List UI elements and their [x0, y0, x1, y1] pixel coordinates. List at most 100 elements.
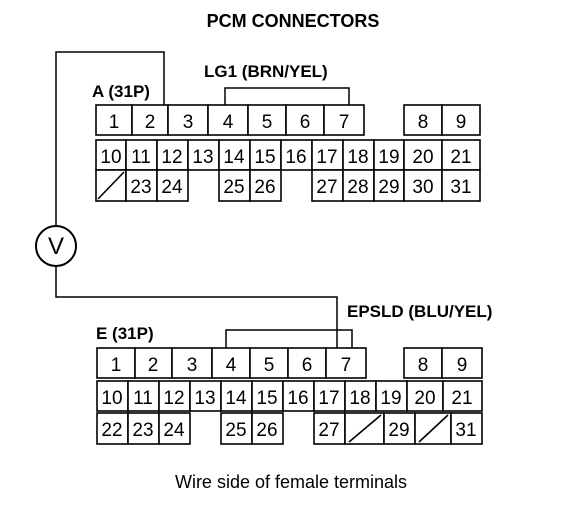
pin-cell	[134, 347, 173, 379]
pin-label: 7	[341, 355, 352, 376]
voltmeter-symbol: V	[48, 233, 64, 260]
pin-cell	[442, 380, 483, 412]
pin-label: 26	[254, 177, 275, 198]
pin-label: 14	[223, 147, 245, 168]
pin-cell	[373, 169, 405, 202]
pin-label: 24	[163, 420, 185, 441]
pin-label: 9	[457, 355, 468, 376]
pin-label: 18	[347, 147, 368, 168]
pin-label: 8	[418, 112, 429, 133]
pin-label: 31	[450, 177, 471, 198]
pin-label: 24	[161, 177, 183, 198]
pin-label: 8	[418, 355, 429, 376]
connector-a-wire-label: LG1 (BRN/YEL)	[204, 62, 328, 81]
pin-label: 15	[256, 388, 277, 409]
pin-cell	[156, 169, 189, 202]
unused-pin-slash	[418, 414, 449, 443]
lead-to-connector-a	[55, 51, 165, 226]
connector-e-pins: 1 2 3 4 5 6 7 8 9 10 11 12 13	[96, 347, 483, 445]
pin-label: 5	[262, 112, 273, 133]
pin-label: 21	[451, 388, 472, 409]
connector-e-wire-label: EPSLD (BLU/YEL)	[347, 302, 492, 321]
pin-label: 27	[318, 420, 339, 441]
diagram-title: PCM CONNECTORS	[207, 11, 380, 31]
pin-label: 21	[450, 147, 471, 168]
pin-label: 10	[100, 147, 121, 168]
pin-label: 25	[225, 420, 246, 441]
pin-cell	[403, 169, 443, 202]
pin-label: 7	[339, 112, 350, 133]
pin-label: 18	[349, 388, 370, 409]
pin-label: 6	[300, 112, 311, 133]
connector-a-pin-bracket	[224, 87, 350, 105]
pin-cell	[313, 412, 346, 445]
pin-label: 10	[101, 388, 122, 409]
pin-label: 2	[148, 355, 159, 376]
pin-label: 13	[192, 147, 213, 168]
pin-cell	[249, 347, 289, 379]
pin-label: 19	[380, 388, 401, 409]
pin-cell	[344, 380, 377, 412]
pin-label: 15	[254, 147, 275, 168]
pin-cell	[441, 347, 483, 379]
pin-label: 12	[161, 147, 182, 168]
pin-cell	[441, 104, 481, 136]
pin-label: 13	[194, 388, 215, 409]
pin-cell	[96, 412, 129, 445]
pin-label: 20	[414, 388, 435, 409]
connector-e-pin-bracket	[225, 329, 353, 348]
pin-cell	[280, 139, 313, 171]
connector-a: A (31P) LG1 (BRN/YEL) 1 2 3 4 5 6 7 8 9 …	[92, 62, 481, 202]
pin-label: 23	[130, 177, 151, 198]
pin-cell	[127, 380, 160, 412]
pin-cell	[323, 104, 365, 136]
pin-cell	[96, 380, 129, 412]
pin-cell	[311, 169, 344, 202]
lead-to-connector-e	[55, 266, 338, 356]
pin-label: 1	[111, 355, 122, 376]
pin-cell	[125, 169, 158, 202]
voltmeter-icon	[35, 225, 77, 267]
pin-label: 6	[302, 355, 313, 376]
pin-cell	[125, 139, 158, 171]
pin-cell	[247, 104, 287, 136]
pin-label: 4	[226, 355, 237, 376]
pin-cell	[383, 412, 416, 445]
pin-label: 1	[109, 112, 120, 133]
pin-label: 31	[455, 420, 476, 441]
pin-label: 12	[163, 388, 184, 409]
pin-cell	[167, 104, 209, 136]
pin-cell	[342, 169, 375, 202]
pin-label: 16	[287, 388, 308, 409]
pin-label: 2	[145, 112, 156, 133]
pin-label: 29	[378, 177, 399, 198]
pin-cell	[282, 380, 315, 412]
connector-e-label: E (31P)	[96, 324, 154, 343]
diagram-caption: Wire side of female terminals	[175, 472, 407, 492]
pin-label: 28	[347, 177, 368, 198]
pin-label: 25	[223, 177, 244, 198]
pin-cell	[211, 347, 251, 379]
pin-cell	[373, 139, 405, 171]
pin-label: 16	[285, 147, 306, 168]
pin-label: 26	[256, 420, 277, 441]
pin-cell	[450, 412, 483, 445]
voltmeter-wiring: V	[35, 51, 338, 356]
pin-label: 4	[223, 112, 234, 133]
pin-cell	[251, 412, 284, 445]
pin-label: 11	[133, 388, 153, 409]
pin-label: 29	[388, 420, 409, 441]
pin-label: 20	[412, 147, 433, 168]
connector-a-label: A (31P)	[92, 82, 150, 101]
pin-label: 3	[183, 112, 194, 133]
unused-pin-slash	[348, 414, 382, 443]
pin-label: 22	[101, 420, 122, 441]
connector-a-pins: 1 2 3 4 5 6 7 8 9 10 11 12 13	[95, 104, 481, 202]
pin-label: 19	[378, 147, 399, 168]
pin-label: 17	[318, 388, 339, 409]
pin-cell	[441, 169, 481, 202]
connector-e: E (31P) EPSLD (BLU/YEL) 1 2 3 4 5 6 7 8 …	[96, 302, 492, 445]
pin-label: 11	[131, 147, 151, 168]
pin-label: 5	[264, 355, 275, 376]
